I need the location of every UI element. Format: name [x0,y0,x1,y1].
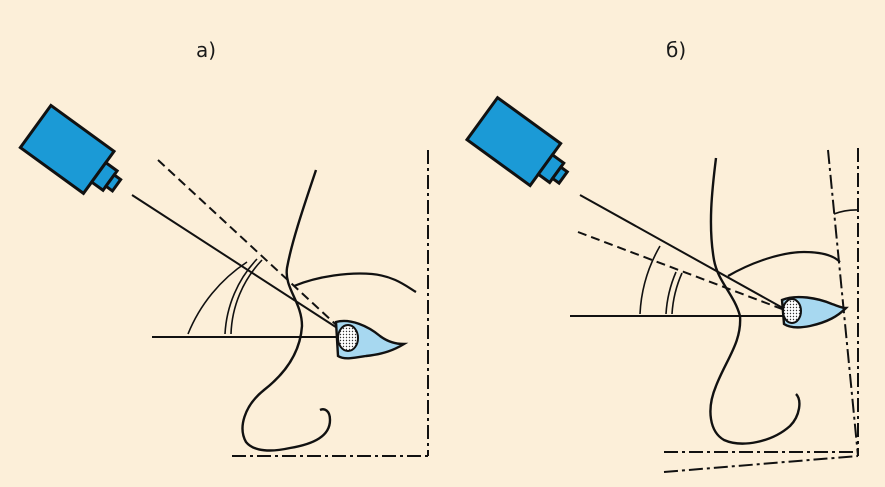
camera-icon [464,95,570,188]
frame-tilted-line-inner [827,149,859,457]
camera-axis-line [579,194,791,313]
angle-arc-inner-2 [230,259,263,335]
camera-axis-line [131,194,346,334]
frame-tilted-bottom-line [663,455,859,473]
tilt-angle-arc [833,209,859,215]
eye-icon [780,295,849,329]
angle-arc-outer [187,261,248,335]
brow-line [727,250,841,277]
panel-b-label: б) [666,38,687,62]
angle-arc-inner-1 [224,258,258,335]
panel-a [18,103,429,457]
gaze-dashed-line [157,159,346,334]
panel-b [464,95,859,473]
face-profile [241,169,332,452]
brow-line [293,272,417,293]
angle-arc-inner-2 [671,272,683,315]
face-profile [709,157,801,445]
gaze-dashed-line [577,231,791,313]
camera-icon [18,103,123,196]
eye-icon [334,319,409,360]
angle-arc-inner-1 [665,271,677,315]
angle-arc-outer [639,245,661,315]
panel-a-label: а) [196,38,217,62]
